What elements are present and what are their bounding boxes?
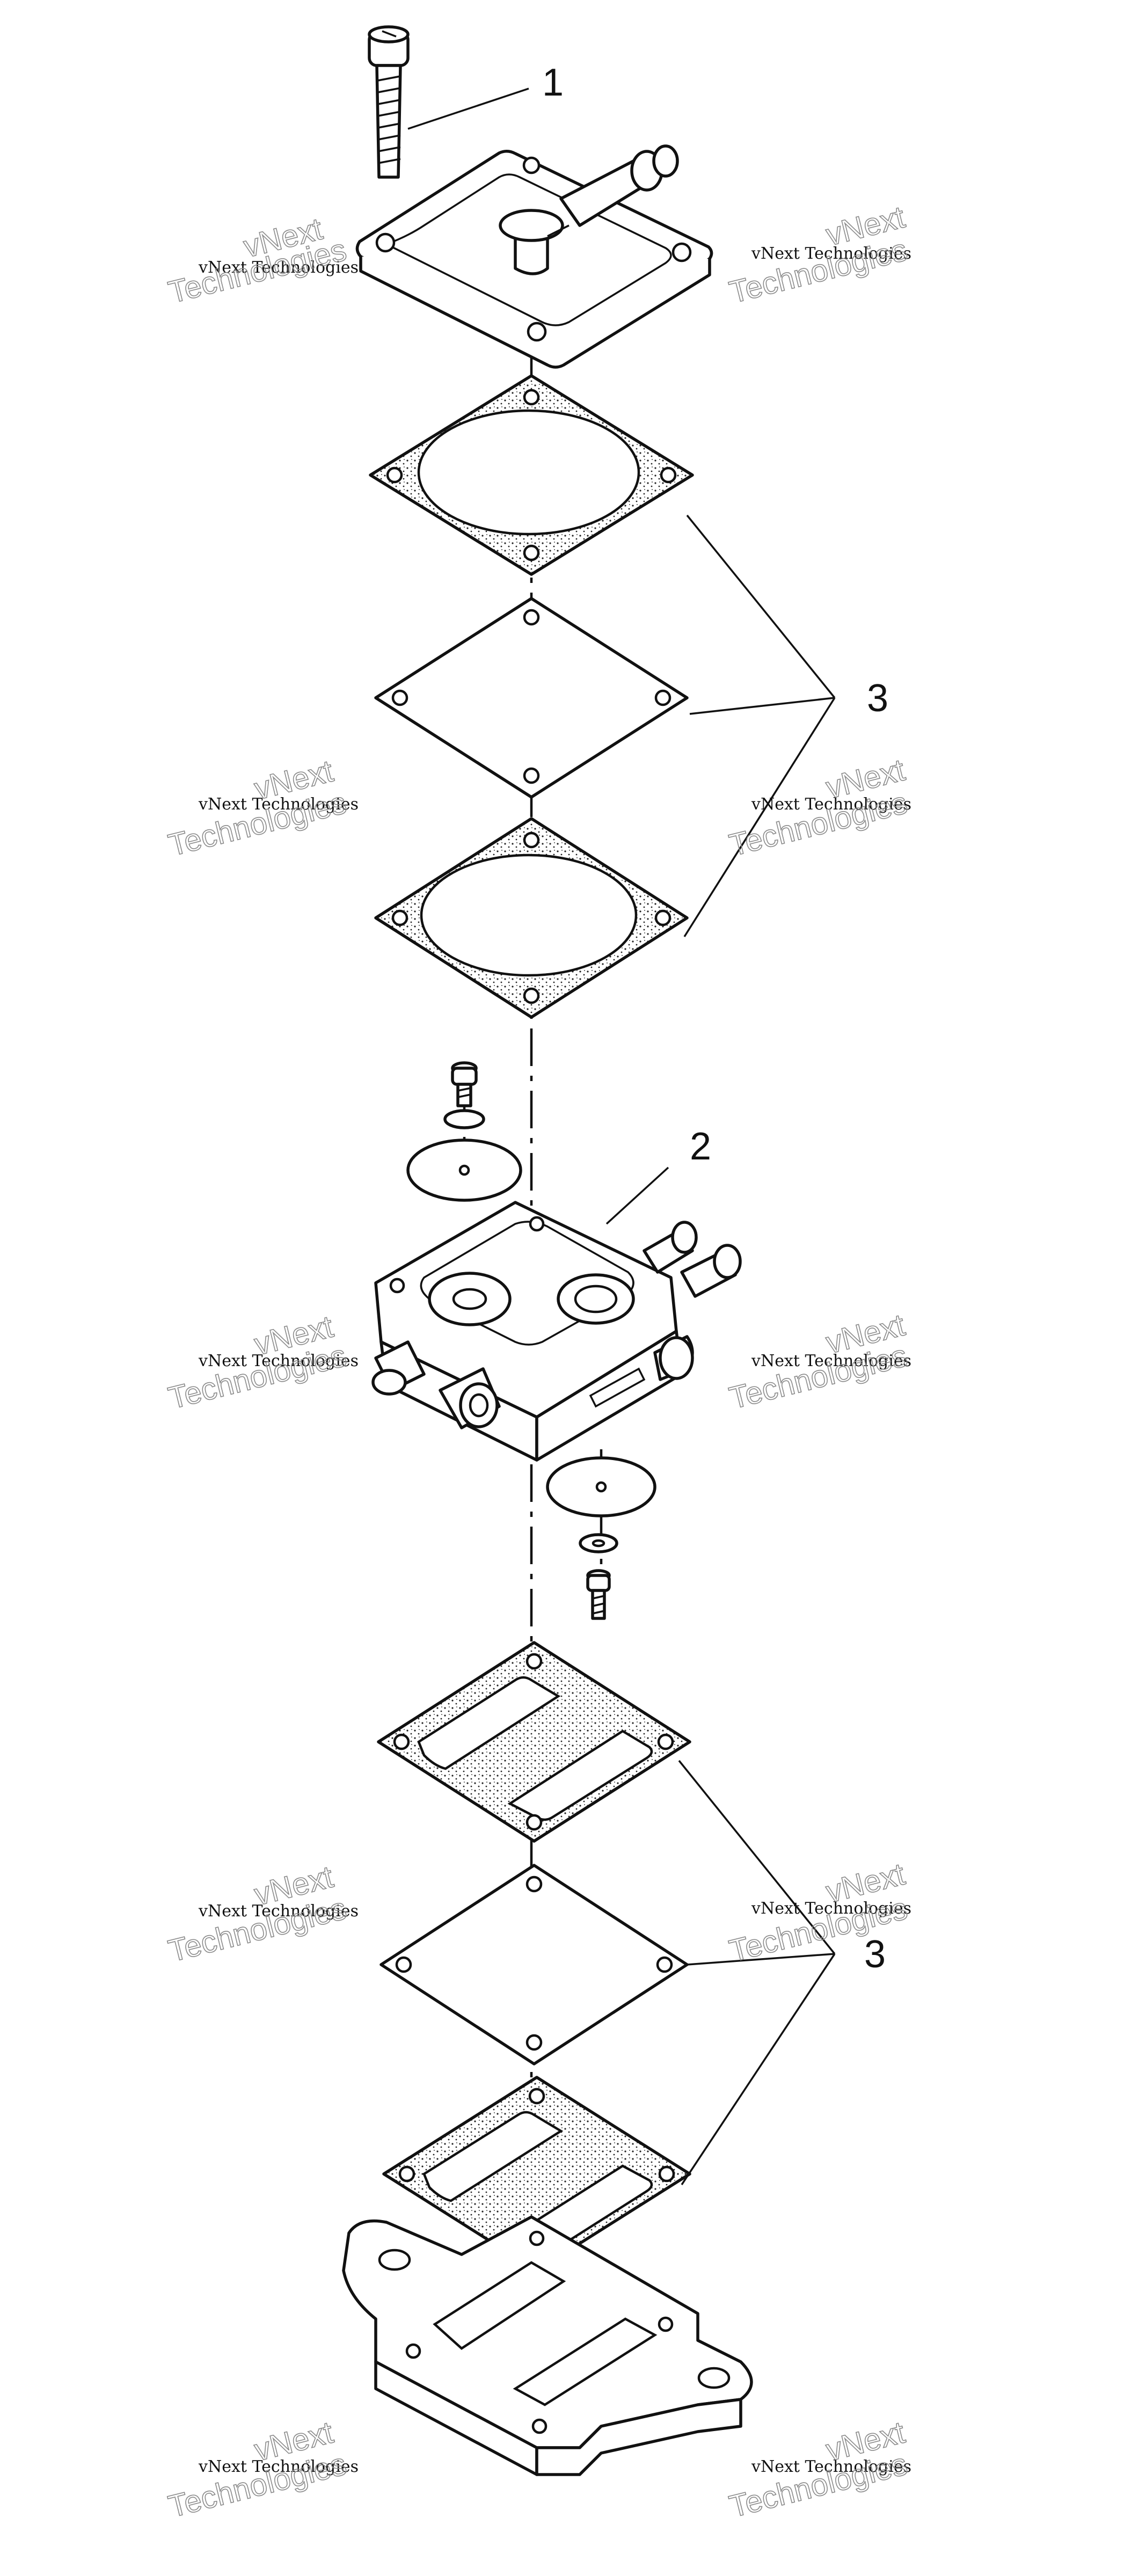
callout-2: 2 (690, 1125, 711, 1168)
valve-screw-bottom (546, 1456, 656, 1620)
leader-lines (407, 87, 836, 2185)
watermark-top-left: vNext Technologies vNext Technologies (165, 211, 359, 311)
watermark-text: vNext Technologies (198, 2457, 359, 2476)
base-plate (342, 2215, 753, 2476)
pump-cover (355, 144, 713, 369)
callout-1: 1 (542, 61, 564, 104)
watermark-row3-right: vNext Technologies vNext Technologies (726, 1307, 911, 1417)
watermark-text: vNext Technologies (751, 244, 911, 263)
watermark-text: vNext Technologies (198, 1352, 359, 1370)
watermark-text: vNext Technologies (198, 795, 359, 814)
watermark-text: vNext Technologies (751, 795, 911, 814)
watermark-row4-left: vNext Technologies vNext Technologies (165, 1859, 359, 1969)
watermark-text: vNext Technologies (198, 1902, 359, 1921)
watermark-text: vNext Technologies (751, 1899, 911, 1918)
callout-3-upper: 3 (867, 677, 888, 720)
diaphragm-sheet-top (374, 597, 689, 799)
watermark-row3-left: vNext Technologies vNext Technologies (165, 1309, 359, 1417)
watermark-row2-right: vNext Technologies vNext Technologies (726, 752, 911, 864)
watermark-row5-right: vNext Technologies vNext Technologies (726, 2414, 911, 2525)
diaphragm-sheet-bottom (379, 1864, 689, 2066)
watermark-row5-left: vNext Technologies vNext Technologies (165, 2414, 359, 2525)
gasket-two-window-top (377, 1641, 691, 1843)
gasket-round-opening-top (369, 374, 694, 576)
callout-3-lower: 3 (864, 1933, 886, 1976)
valve-screw-top (406, 1061, 522, 1202)
watermark-row2-left: vNext Technologies vNext Technologies (165, 753, 359, 864)
watermark-text: vNext Technologies (751, 2457, 911, 2476)
watermark-text: vNext Technologies (198, 258, 359, 277)
gasket-round-opening-middle (374, 817, 689, 1019)
cover-screw (368, 25, 410, 179)
watermark-text: vNext Technologies (751, 1352, 911, 1370)
watermark-word: Technologies (726, 1338, 910, 1416)
pump-body (371, 1201, 742, 1462)
watermark-top-right: vNext Technologies vNext Technologies (726, 199, 911, 311)
